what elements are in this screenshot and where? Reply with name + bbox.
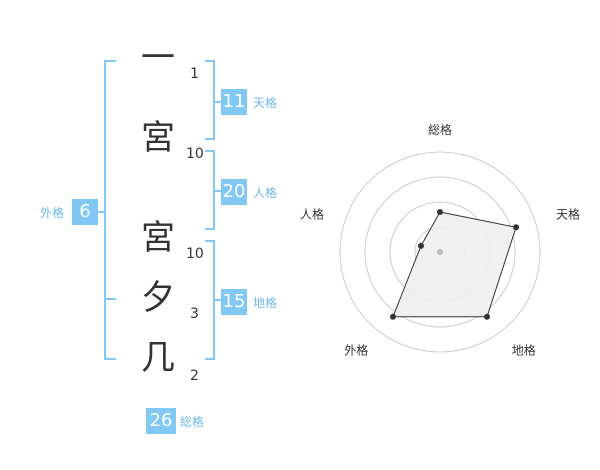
jinkaku-value: 20	[221, 179, 247, 205]
name-char-5: 几	[141, 338, 175, 378]
gaikaku-connector	[98, 211, 106, 213]
soukaku-value: 26	[146, 408, 176, 434]
name-char-1: 一	[141, 38, 175, 78]
radar-axis-label-人格: 人格	[300, 206, 324, 221]
stroke-count-3: 10	[186, 246, 204, 262]
gaikaku-bracket-top	[104, 60, 116, 62]
radar-point-総格	[437, 209, 443, 215]
name-char-4: 夕	[141, 278, 175, 318]
tenkaku-bracket-vertical	[213, 60, 215, 140]
radar-grid-ring-3	[364, 176, 516, 328]
stroke-count-5: 2	[190, 368, 199, 384]
radar-point-外格	[389, 313, 396, 320]
stroke-count-2: 10	[186, 146, 204, 162]
name-char-2: 宮	[141, 118, 175, 158]
jinkaku-label: 人格	[253, 186, 278, 200]
tenkaku-bracket-top	[205, 60, 215, 62]
stroke-count-1: 1	[190, 66, 199, 82]
jinkaku-bracket-bottom	[205, 228, 215, 230]
radar-point-天格	[513, 224, 520, 231]
jinkaku-connector	[213, 190, 221, 192]
tenkaku-label: 天格	[253, 96, 278, 110]
radar-value-area	[392, 211, 517, 318]
radar-axis-label-外格: 外格	[344, 343, 368, 358]
jinkaku-bracket-top	[205, 150, 215, 152]
name-char-3: 宮	[141, 218, 175, 258]
tenkaku-value: 11	[221, 89, 247, 115]
chikaku-connector	[213, 299, 221, 301]
tenkaku-bracket-bottom	[205, 138, 215, 140]
radar-axis-label-天格: 天格	[556, 206, 580, 221]
radar-axis-label-総格: 総格	[428, 122, 452, 137]
radar-center-dot	[437, 249, 443, 255]
gaikaku-bracket-mid	[104, 298, 116, 300]
soukaku-label: 総格	[180, 415, 205, 429]
gaikaku-bracket-bottom	[104, 358, 116, 360]
chikaku-value: 15	[221, 289, 247, 315]
radar-grid-ring-4	[339, 151, 541, 353]
radar-point-地格	[484, 313, 491, 320]
gaikaku-value: 6	[72, 199, 98, 225]
radar-point-人格	[417, 242, 424, 249]
chikaku-bracket-top	[205, 240, 215, 242]
chikaku-label: 地格	[253, 296, 278, 310]
gaikaku-bracket-vertical	[104, 60, 106, 360]
gaikaku-label: 外格	[40, 206, 65, 220]
chikaku-bracket-bottom	[205, 358, 215, 360]
radar-axis-label-地格: 地格	[512, 343, 536, 358]
tenkaku-connector	[213, 101, 221, 103]
stroke-count-4: 3	[190, 306, 199, 322]
